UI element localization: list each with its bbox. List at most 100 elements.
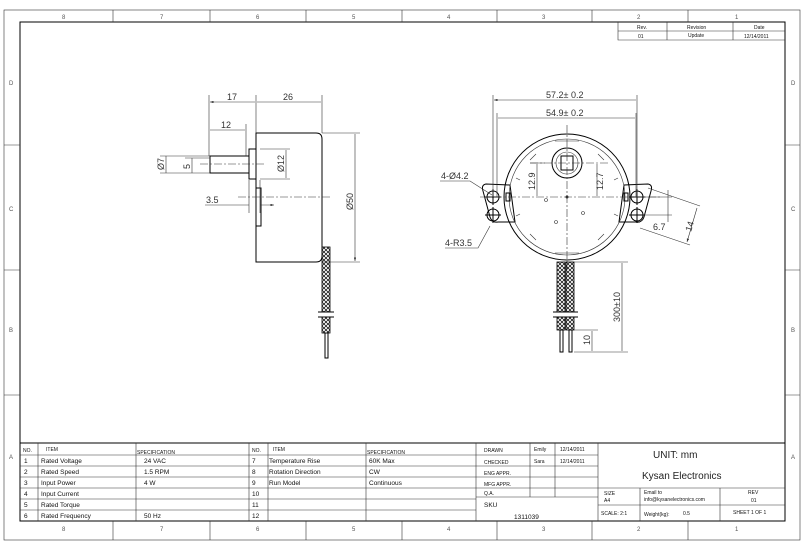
company-name: Kysan Electronics bbox=[642, 471, 721, 482]
revision-header: Revision bbox=[687, 25, 706, 31]
dim-17: 17 bbox=[227, 92, 237, 102]
label-hole-dia: 4-Ø4.2 bbox=[441, 171, 469, 181]
spec-no: 11 bbox=[252, 502, 259, 509]
zone-row-b: B bbox=[9, 328, 13, 334]
scale-value: SCALE: 2:1 bbox=[601, 511, 627, 517]
spec-no: 2 bbox=[24, 469, 28, 476]
approval-role: Q.A. bbox=[484, 491, 494, 497]
zone-col-6: 6 bbox=[256, 15, 260, 21]
spec-no: 1 bbox=[24, 458, 28, 465]
approval-role: CHECKED bbox=[484, 460, 509, 466]
shaft bbox=[209, 155, 250, 174]
lead-cable bbox=[565, 261, 575, 313]
dim-12-9: 12.9 bbox=[527, 172, 537, 190]
spec-value: 60K Max bbox=[369, 458, 395, 465]
spec-no: 12 bbox=[252, 513, 260, 520]
dim-300: 300±10 bbox=[612, 292, 622, 322]
zone-row-b-right: B bbox=[791, 328, 795, 334]
approval-name: Sara bbox=[534, 459, 545, 465]
spec-no: 6 bbox=[24, 513, 28, 520]
zone-row-c: C bbox=[9, 207, 14, 213]
header-item: ITEM bbox=[46, 447, 58, 453]
inner-frame bbox=[19, 21, 786, 522]
spec-item: Rated Torque bbox=[41, 502, 80, 509]
zone-col-8-bottom: 8 bbox=[62, 527, 66, 533]
zone-col-5-bottom: 5 bbox=[352, 527, 356, 533]
spec-no: 7 bbox=[252, 458, 256, 465]
dim-shaft-dia: Ø7 bbox=[156, 158, 166, 170]
spec-no: 5 bbox=[24, 502, 28, 509]
spec-item: Rated Speed bbox=[41, 469, 79, 476]
spec-item: Rotation Direction bbox=[269, 469, 321, 476]
spec-value: 1.5 RPM bbox=[144, 469, 169, 476]
zone-col-8: 8 bbox=[62, 15, 66, 21]
approval-role: ENG APPR. bbox=[484, 471, 511, 477]
dim-10: 10 bbox=[582, 335, 592, 345]
spec-item: Rated Frequency bbox=[41, 513, 92, 520]
header-spec: SPECIFICATION bbox=[137, 450, 175, 456]
spec-item: Rated Voltage bbox=[41, 458, 82, 465]
zone-col-2-bottom: 2 bbox=[637, 527, 641, 533]
dim-12-7: 12.7 bbox=[595, 172, 605, 190]
sku-label: SKU bbox=[484, 502, 498, 509]
email-label: Email to bbox=[644, 490, 662, 496]
label-radius: 4-R3.5 bbox=[445, 238, 472, 248]
rev-label: REV bbox=[748, 490, 759, 496]
spec-table: NO. ITEM SPECIFICATION NO. ITEM SPECIFIC… bbox=[20, 442, 785, 521]
revision-value: Update bbox=[688, 33, 704, 39]
dim-26: 26 bbox=[283, 92, 293, 102]
dim-14: 14 bbox=[683, 220, 696, 233]
motor-body bbox=[255, 132, 323, 263]
spec-value: CW bbox=[369, 469, 381, 476]
zone-col-4-bottom: 4 bbox=[447, 527, 451, 533]
spec-item: Input Power bbox=[41, 480, 77, 487]
header-no-2: NO. bbox=[252, 448, 261, 454]
email-value[interactable]: info@kysanelectronics.com bbox=[644, 497, 705, 503]
spec-value: 4 W bbox=[144, 480, 156, 487]
weight-value: 0.5 bbox=[683, 511, 690, 517]
header-no: NO. bbox=[23, 448, 32, 454]
zone-row-a: A bbox=[9, 455, 13, 461]
revision-table: Rev. Revision Date 01 Update 12/14/2011 bbox=[617, 22, 785, 41]
spec-value: Continuous bbox=[369, 480, 403, 487]
rev-number: 01 bbox=[751, 498, 757, 504]
header-item-2: ITEM bbox=[273, 447, 285, 453]
approval-date: 12/14/2011 bbox=[560, 447, 585, 453]
spec-value: 50 Hz bbox=[144, 513, 161, 520]
dim-flat: 5 bbox=[182, 164, 192, 169]
lead-cable bbox=[321, 246, 331, 313]
zone-col-4: 4 bbox=[447, 15, 451, 21]
zone-col-3: 3 bbox=[542, 15, 546, 21]
size-value: A4 bbox=[604, 498, 610, 504]
front-view: 57.2± 0.2 54.9± 0.2 4-Ø4.2 4-R3.5 6.7 12… bbox=[440, 90, 701, 353]
spec-no: 9 bbox=[252, 480, 256, 487]
lead-wire bbox=[324, 332, 329, 359]
zone-row-a-right: A bbox=[791, 455, 795, 461]
zone-col-7: 7 bbox=[160, 15, 164, 21]
zone-labels: 8 7 6 5 4 3 2 1 8 7 6 5 4 3 2 1 D C B A … bbox=[9, 15, 796, 533]
zone-ticks bbox=[4, 10, 800, 540]
zone-col-1: 1 bbox=[735, 15, 739, 21]
size-label: SIZE bbox=[604, 491, 616, 497]
spec-item: Temperature Rise bbox=[269, 458, 321, 465]
spec-no: 4 bbox=[24, 491, 28, 498]
approval-role: DRAWN bbox=[484, 448, 503, 454]
zone-col-1-bottom: 1 bbox=[735, 527, 739, 533]
approval-name: Emily bbox=[534, 447, 547, 453]
rev-header: Rev. bbox=[637, 25, 647, 31]
dim-57-2: 57.2± 0.2 bbox=[546, 90, 583, 100]
zone-row-c-right: C bbox=[791, 207, 796, 213]
rev-date-value: 12/14/2011 bbox=[744, 34, 769, 40]
dim-3-5: 3.5 bbox=[206, 195, 219, 205]
weight-label: Weight(kg): bbox=[644, 512, 669, 518]
dim-12: 12 bbox=[221, 120, 231, 130]
dim-6-7: 6.7 bbox=[653, 222, 666, 232]
dim-boss-dia: Ø12 bbox=[276, 155, 286, 172]
spec-item: Input Current bbox=[41, 491, 79, 498]
unit-label: UNIT: mm bbox=[653, 450, 697, 461]
title-block: UNIT: mm Kysan Electronics SIZE A4 Email… bbox=[598, 450, 785, 521]
approval-role: MFG APPR. bbox=[484, 482, 511, 488]
sheet-number: SHEET 1 OF 1 bbox=[733, 510, 766, 516]
